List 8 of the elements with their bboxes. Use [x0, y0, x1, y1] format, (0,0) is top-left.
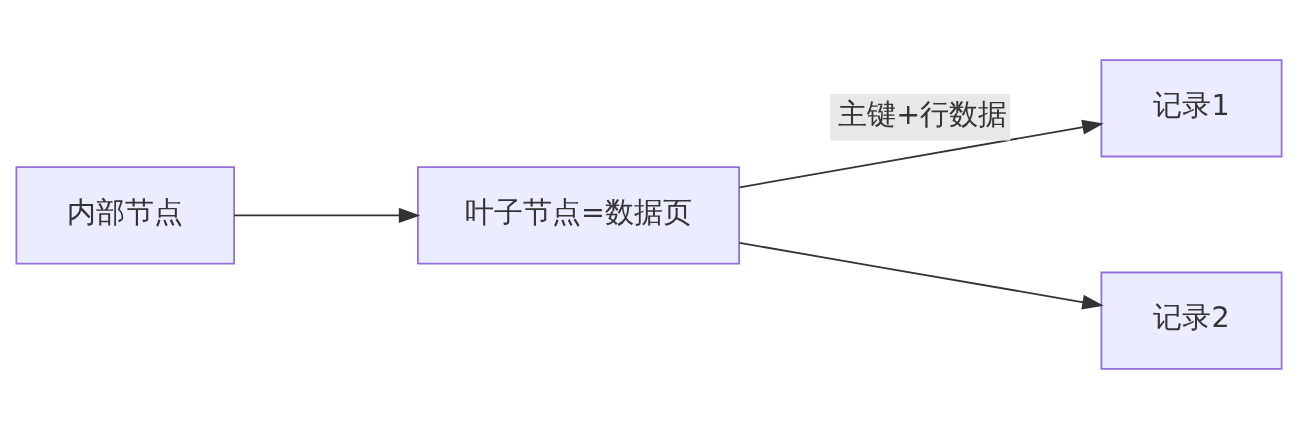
node-box: 内部节点: [15, 165, 235, 264]
arrow: [738, 241, 1104, 310]
node-box: 记录1: [1100, 58, 1283, 157]
edge-label: 主键+行数据: [838, 96, 1008, 131]
node-box: 叶子节点=数据页: [417, 165, 740, 264]
arrow: [233, 207, 421, 223]
arrow: [738, 119, 1104, 188]
node-box: 记录2: [1100, 271, 1283, 370]
